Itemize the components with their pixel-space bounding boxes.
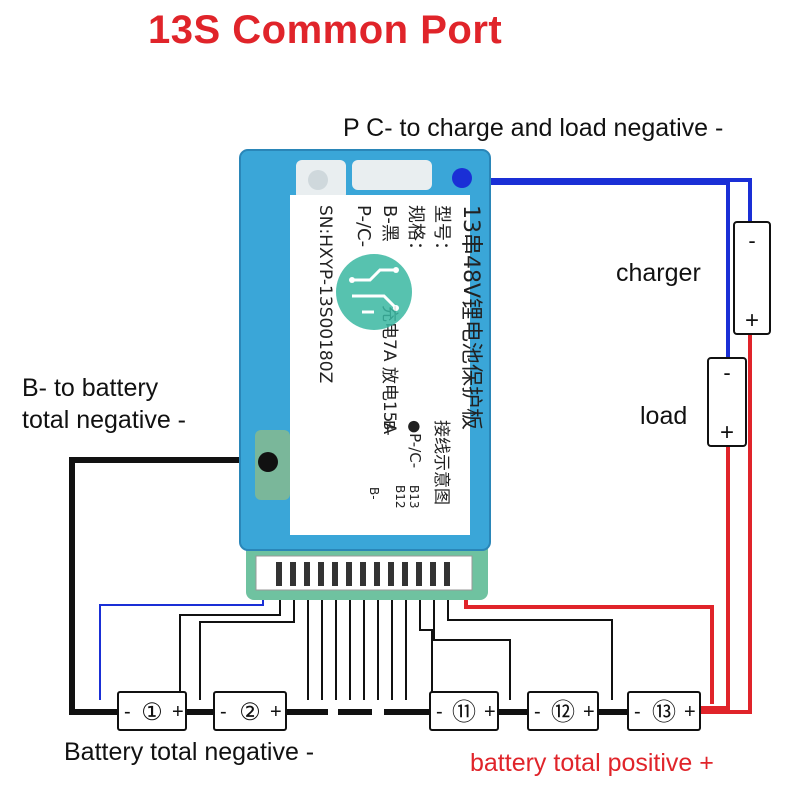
watermark-logo	[336, 254, 412, 330]
cell-13-minus: -	[634, 701, 641, 723]
charger-minus-terminal: -	[748, 228, 755, 253]
board-b13-mark: B13	[407, 485, 421, 509]
b0-sense-wire	[99, 560, 264, 700]
cell-11-minus: -	[436, 701, 443, 723]
cell-1-minus: -	[124, 701, 131, 723]
board-current-spec: 充电7A 放电15A	[379, 305, 399, 434]
battery-cell-1: - ① +	[117, 691, 187, 731]
load-plus-terminal: +	[720, 419, 734, 446]
charger-device: - +	[733, 221, 771, 335]
b-minus-label-line2: total negative -	[22, 406, 186, 434]
bms-board	[239, 149, 491, 600]
cell-13-plus: +	[684, 701, 696, 723]
load-device: - +	[707, 357, 747, 447]
load-label: load	[640, 402, 688, 430]
pc-negative-wire	[470, 178, 752, 358]
battery-cell-2: - ② +	[213, 691, 287, 731]
board-b-small-mark: B-	[367, 487, 381, 500]
cell-2-plus: +	[270, 701, 282, 723]
pc-negative-label: P C- to charge and load negative -	[343, 114, 724, 142]
board-b12-mark: B12	[393, 485, 407, 509]
cell-12-plus: +	[583, 701, 595, 723]
battery-cell-11: - ⑪ +	[429, 691, 499, 731]
cell-2-minus: -	[220, 701, 227, 723]
cell-1-plus: +	[172, 701, 184, 723]
board-line4: P-/C-	[353, 205, 374, 247]
cell-2-number: ②	[239, 699, 261, 726]
cell-13-number: ⑬	[652, 699, 676, 726]
battery-cell-13: - ⑬ +	[627, 691, 701, 731]
cell-1-number: ①	[141, 699, 163, 726]
battery-cell-12: - ⑫ +	[527, 691, 599, 731]
board-wiring-title: 接线示意图	[431, 420, 451, 505]
load-minus-terminal: -	[723, 360, 730, 385]
cell-12-number: ⑫	[551, 699, 575, 726]
cell-12-minus: -	[534, 701, 541, 723]
board-line2: 规格：	[405, 205, 426, 259]
charger-label: charger	[616, 259, 701, 287]
board-b-mark: B-	[380, 420, 398, 436]
board-label: 13串48V锂电池保护板 型号： 规格： B-黑 P-/C- SN:HXYP-1…	[315, 205, 483, 509]
board-line1: 型号：	[431, 205, 452, 259]
cell-11-plus: +	[484, 701, 496, 723]
cell-11-number: ⑪	[452, 699, 476, 726]
battery-total-positive-label: battery total positive +	[470, 749, 714, 777]
balance-wires	[179, 590, 613, 700]
charger-plus-terminal: +	[745, 307, 759, 334]
page-title: 13S Common Port	[148, 8, 503, 52]
board-serial: SN:HXYP-13S00180Z	[315, 205, 335, 383]
board-line3: B-黑	[379, 205, 400, 242]
b-minus-label-line1: B- to battery	[22, 374, 159, 402]
board-pc-mark: ●P-/C-	[406, 420, 424, 468]
battery-total-negative-label: Battery total negative -	[64, 738, 315, 766]
board-model-text: 13串48V锂电池保护板	[458, 205, 483, 430]
b-minus-wire	[69, 457, 250, 715]
